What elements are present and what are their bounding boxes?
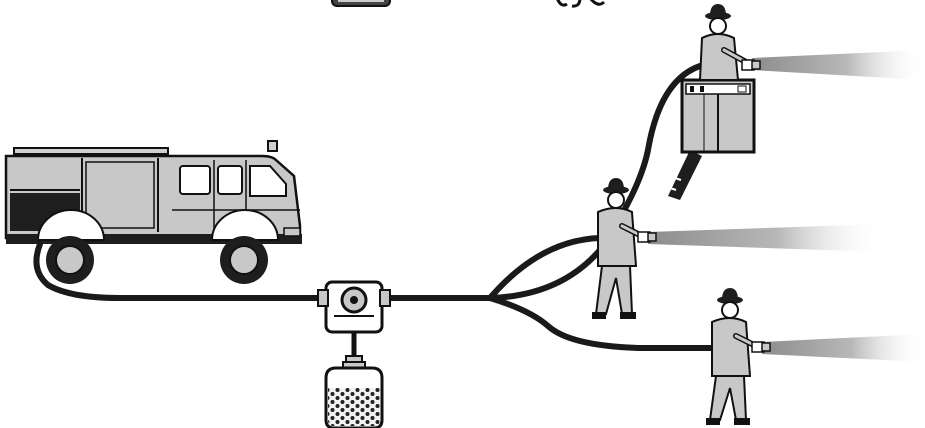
top-fragment-emblem xyxy=(331,0,391,7)
truck-wheel-rear xyxy=(36,209,106,284)
firefighter-icon xyxy=(698,4,761,81)
firefighter-icon xyxy=(706,288,771,425)
hose-lines xyxy=(33,63,735,351)
top-fragment-figure xyxy=(556,0,606,8)
truck-wheel-front xyxy=(210,209,280,284)
firefighter-icon xyxy=(592,178,657,319)
water-streams xyxy=(648,50,925,362)
valve-icon xyxy=(317,280,391,334)
fire-truck-icon xyxy=(4,140,302,284)
aerial-platform xyxy=(668,78,756,200)
container-icon xyxy=(324,361,384,428)
